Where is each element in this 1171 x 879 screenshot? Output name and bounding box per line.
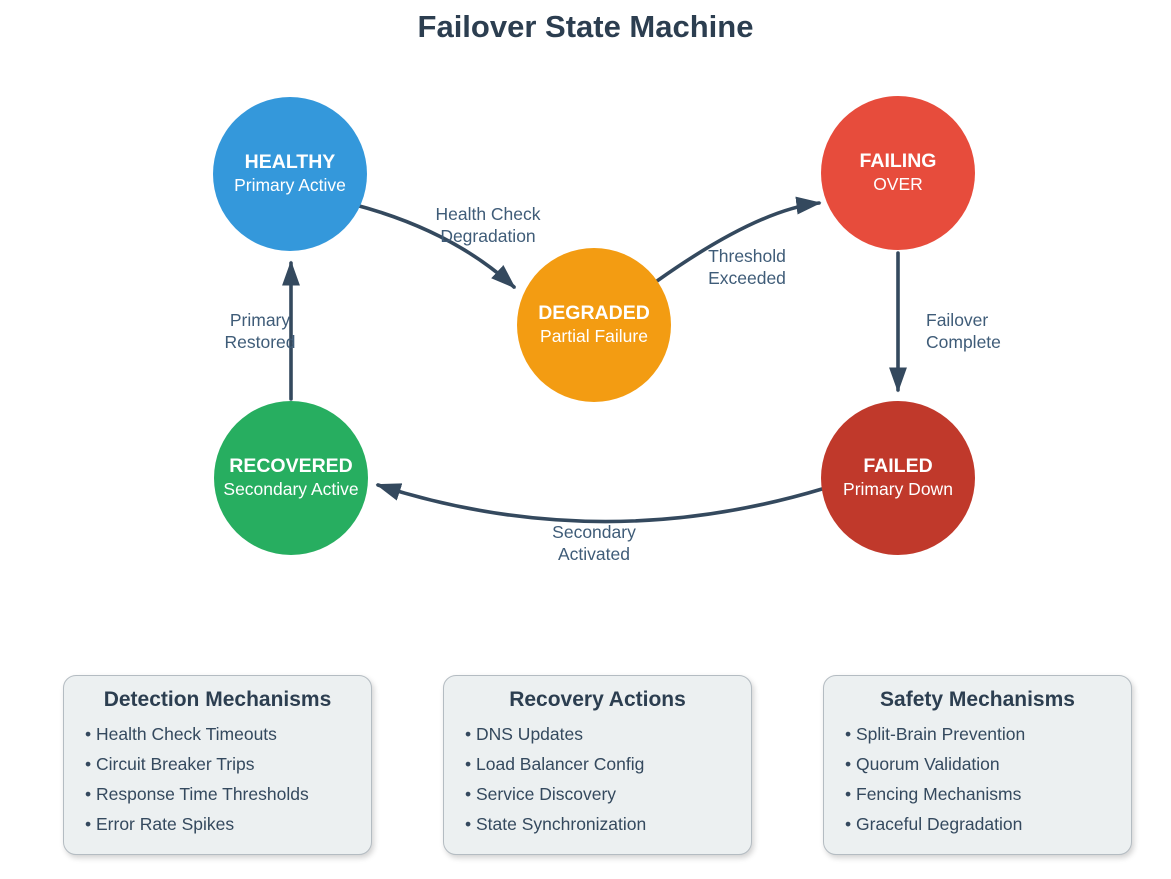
state-name: RECOVERED (229, 455, 353, 478)
list-item: DNS Updates (444, 719, 751, 749)
detection-mechanisms-box: Detection Mechanisms Health Check Timeou… (63, 675, 372, 855)
transition-label-failover-complete: Failover Complete (926, 309, 1001, 352)
list-item: State Synchronization (444, 809, 751, 839)
transition-label-threshold-exceeded: Threshold Exceeded (708, 245, 786, 288)
state-node-failing-over: FAILING OVER (821, 96, 975, 250)
list-item: Fencing Mechanisms (824, 779, 1131, 809)
box-title: Recovery Actions (509, 688, 686, 711)
state-name: DEGRADED (538, 302, 650, 325)
state-name: FAILING (859, 150, 937, 173)
state-node-failed: FAILED Primary Down (821, 401, 975, 555)
list-item: Quorum Validation (824, 749, 1131, 779)
state-subtitle: Primary Down (843, 479, 953, 500)
list-item: Service Discovery (444, 779, 751, 809)
state-subtitle: Primary Active (234, 175, 346, 196)
list-item: Load Balancer Config (444, 749, 751, 779)
list-item: Graceful Degradation (824, 809, 1131, 839)
state-name: FAILED (863, 455, 933, 478)
transition-label-health-check-degradation: Health Check Degradation (435, 203, 541, 246)
list-item: Error Rate Spikes (64, 809, 371, 839)
state-node-healthy: HEALTHY Primary Active (213, 97, 367, 251)
transition-label-secondary-activated: Secondary Activated (552, 521, 636, 564)
state-name: HEALTHY (244, 151, 336, 174)
arrow-degraded-to-failing-over (655, 196, 822, 283)
state-node-recovered: RECOVERED Secondary Active (214, 401, 368, 555)
page-title: Failover State Machine (417, 9, 754, 44)
box-title: Detection Mechanisms (103, 688, 332, 711)
arrow-healthy-to-degraded (350, 202, 516, 289)
state-subtitle: OVER (873, 174, 923, 195)
recovery-actions-box: Recovery Actions DNS Updates Load Balanc… (443, 675, 752, 855)
state-subtitle: Secondary Active (223, 479, 359, 500)
list-item: Response Time Thresholds (64, 779, 371, 809)
arrow-failed-to-recovered (375, 483, 824, 524)
safety-mechanisms-box: Safety Mechanisms Split-Brain Prevention… (823, 675, 1132, 855)
box-title: Safety Mechanisms (880, 688, 1075, 711)
state-node-degraded: DEGRADED Partial Failure (517, 248, 671, 402)
state-subtitle: Partial Failure (540, 326, 648, 347)
list-item: Circuit Breaker Trips (64, 749, 371, 779)
list-item: Health Check Timeouts (64, 719, 371, 749)
transition-label-primary-restored: Primary Restored (224, 309, 296, 352)
list-item: Split-Brain Prevention (824, 719, 1131, 749)
